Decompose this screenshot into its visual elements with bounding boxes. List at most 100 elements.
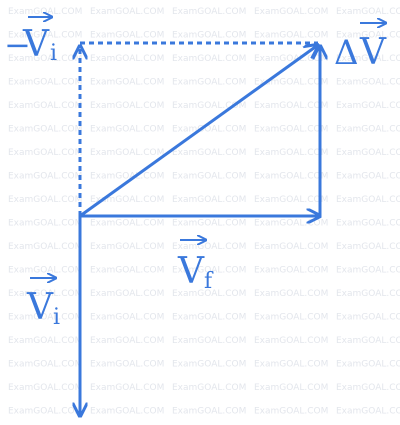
- watermark-text: ExamGOAL.COM: [172, 148, 246, 158]
- watermark-text: ExamGOAL.COM: [90, 266, 164, 276]
- watermark-text: ExamGOAL.COM: [8, 219, 82, 229]
- watermark-text: ExamGOAL.COM: [336, 54, 400, 64]
- watermark-text: ExamGOAL.COM: [172, 78, 246, 88]
- label-vi-letter: V: [26, 287, 54, 328]
- watermark-text: ExamGOAL.COM: [172, 219, 246, 229]
- watermark-text: ExamGOAL.COM: [8, 78, 82, 88]
- watermark-text: ExamGOAL.COM: [336, 242, 400, 252]
- watermark-text: ExamGOAL.COM: [8, 289, 82, 299]
- watermark-text: ExamGOAL.COM: [254, 266, 328, 276]
- watermark-text: ExamGOAL.COM: [336, 289, 400, 299]
- vector-labels: − V i Δ V V f V i: [4, 24, 387, 330]
- watermark-text: ExamGOAL.COM: [8, 148, 82, 158]
- watermark-text: ExamGOAL.COM: [90, 7, 164, 17]
- watermark-text: ExamGOAL.COM: [172, 125, 246, 135]
- watermark-text: ExamGOAL.COM: [172, 336, 246, 346]
- watermark-text: ExamGOAL.COM: [254, 195, 328, 205]
- watermark-text: ExamGOAL.COM: [336, 125, 400, 135]
- watermark-text: ExamGOAL.COM: [254, 360, 328, 370]
- watermark-text: ExamGOAL.COM: [336, 266, 400, 276]
- watermark-text: ExamGOAL.COM: [336, 78, 400, 88]
- watermark-text: ExamGOAL.COM: [254, 148, 328, 158]
- watermark-text: ExamGOAL.COM: [172, 195, 246, 205]
- watermark-text: ExamGOAL.COM: [90, 78, 164, 88]
- label-neg-vi-sub: i: [50, 41, 57, 66]
- watermark-text: ExamGOAL.COM: [90, 31, 164, 41]
- watermark-text: ExamGOAL.COM: [254, 313, 328, 323]
- watermark-text: ExamGOAL.COM: [172, 54, 246, 64]
- vector-delta-v-line: [79, 45, 318, 218]
- watermark-text: ExamGOAL.COM: [90, 195, 164, 205]
- watermark-text: ExamGOAL.COM: [90, 242, 164, 252]
- watermark-text: ExamGOAL.COM: [8, 31, 82, 41]
- watermark-text: ExamGOAL.COM: [172, 242, 246, 252]
- watermark-text: ExamGOAL.COM: [90, 360, 164, 370]
- watermark-text: ExamGOAL.COM: [8, 407, 82, 417]
- watermark-text: ExamGOAL.COM: [172, 31, 246, 41]
- watermark-text: ExamGOAL.COM: [254, 383, 328, 393]
- watermark-text: ExamGOAL.COM: [172, 266, 246, 276]
- watermark-text: ExamGOAL.COM: [90, 101, 164, 111]
- watermark-text: ExamGOAL.COM: [90, 336, 164, 346]
- watermark-text: ExamGOAL.COM: [8, 7, 82, 17]
- label-neg-vi-letter: V: [22, 24, 50, 65]
- watermark-text: ExamGOAL.COM: [8, 125, 82, 135]
- watermark-text: ExamGOAL.COM: [8, 172, 82, 182]
- watermark-text: ExamGOAL.COM: [8, 313, 82, 323]
- watermark-text: ExamGOAL.COM: [172, 360, 246, 370]
- watermark-text: ExamGOAL.COM: [254, 407, 328, 417]
- label-neg-vi-sign: −: [4, 26, 31, 64]
- watermark-text: ExamGOAL.COM: [8, 195, 82, 205]
- watermark-text: ExamGOAL.COM: [90, 313, 164, 323]
- watermark-text: ExamGOAL.COM: [8, 54, 82, 64]
- watermark-text: ExamGOAL.COM: [254, 242, 328, 252]
- watermark-text: ExamGOAL.COM: [172, 7, 246, 17]
- watermark-text: ExamGOAL.COM: [172, 172, 246, 182]
- watermark-text: ExamGOAL.COM: [172, 383, 246, 393]
- watermark-text: ExamGOAL.COM: [336, 172, 400, 182]
- watermark-text: ExamGOAL.COM: [8, 336, 82, 346]
- label-vi-sub: i: [53, 305, 60, 330]
- watermark-text: ExamGOAL.COM: [336, 407, 400, 417]
- watermark-text: ExamGOAL.COM: [90, 54, 164, 64]
- watermark-text: ExamGOAL.COM: [254, 31, 328, 41]
- label-vf-letter: V: [177, 251, 205, 292]
- watermark-text: ExamGOAL.COM: [336, 360, 400, 370]
- watermark-text: ExamGOAL.COM: [336, 336, 400, 346]
- watermark-text: ExamGOAL.COM: [8, 101, 82, 111]
- watermark-text: ExamGOAL.COM: [90, 407, 164, 417]
- watermark-text: ExamGOAL.COM: [90, 172, 164, 182]
- watermark-text: ExamGOAL.COM: [90, 289, 164, 299]
- watermark-text: ExamGOAL.COM: [254, 172, 328, 182]
- watermark-text: ExamGOAL.COM: [336, 313, 400, 323]
- label-arrows: [28, 17, 386, 278]
- watermark-text: ExamGOAL.COM: [254, 78, 328, 88]
- watermark-text: ExamGOAL.COM: [254, 7, 328, 17]
- watermark-text: ExamGOAL.COM: [90, 125, 164, 135]
- watermark-text: ExamGOAL.COM: [336, 219, 400, 229]
- watermark-text: ExamGOAL.COM: [90, 219, 164, 229]
- watermark-text: ExamGOAL.COM: [8, 266, 82, 276]
- watermark-text: ExamGOAL.COM: [336, 101, 400, 111]
- label-vf-sub: f: [204, 269, 214, 294]
- watermark-text: ExamGOAL.COM: [254, 289, 328, 299]
- vectors: [79, 41, 320, 416]
- watermark-text: ExamGOAL.COM: [172, 289, 246, 299]
- label-delta-letter: V: [359, 32, 387, 73]
- watermark-text: ExamGOAL.COM: [254, 54, 328, 64]
- watermark-text: ExamGOAL.COM: [8, 360, 82, 370]
- watermark-text: ExamGOAL.COM: [254, 336, 328, 346]
- watermark-text: ExamGOAL.COM: [172, 101, 246, 111]
- watermark-text: ExamGOAL.COM: [90, 148, 164, 158]
- watermark-text: ExamGOAL.COM: [8, 242, 82, 252]
- watermark-text: ExamGOAL.COM: [336, 383, 400, 393]
- watermark-text: ExamGOAL.COM: [254, 125, 328, 135]
- watermark-text: ExamGOAL.COM: [336, 31, 400, 41]
- watermark-text: ExamGOAL.COM: [254, 101, 328, 111]
- watermark-layer: ExamGOAL.COM ExamGOAL.COM ExamGOAL.COM Exam…: [8, 7, 400, 417]
- label-delta-symbol: Δ: [334, 33, 359, 73]
- watermark-text: ExamGOAL.COM: [336, 195, 400, 205]
- watermark-text: ExamGOAL.COM: [172, 407, 246, 417]
- watermark-text: ExamGOAL.COM: [336, 148, 400, 158]
